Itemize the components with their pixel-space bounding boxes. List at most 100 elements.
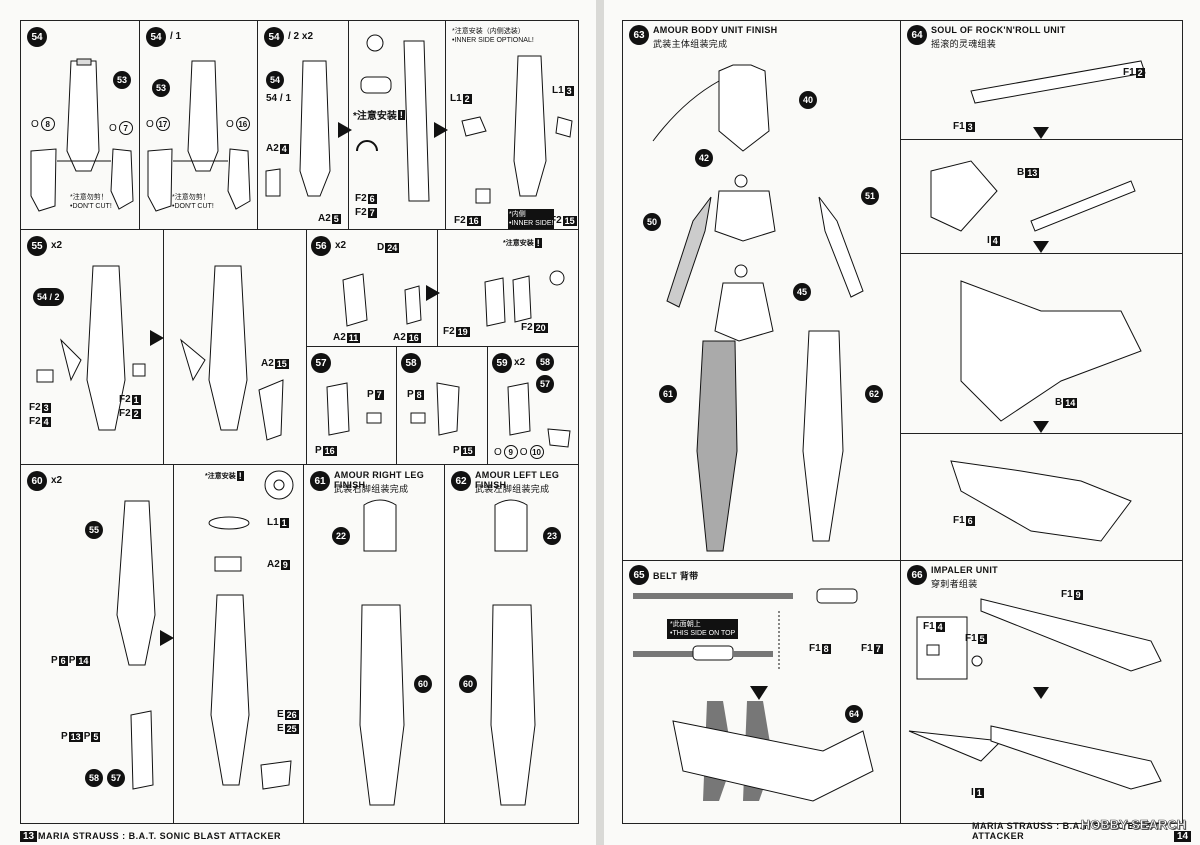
step-54-inner-panel: *注意安装（内侧选装）•INNER SIDE OPTIONAL! L1 2 L1… (445, 20, 579, 230)
step-arrow (750, 686, 768, 700)
footer-left: MARIA STRAUSS : B.A.T. SONIC BLAST ATTAC… (38, 831, 281, 841)
step-57-panel: 57 P 7 P 16 (306, 346, 397, 465)
part-ref: 60 (414, 675, 432, 693)
dont-cut-note: *注意勿剪！•DON'T CUT! (172, 194, 214, 210)
f1-ref: F1 7 (861, 643, 883, 654)
dont-cut-note: *注意勿剪！•DON'T CUT! (70, 194, 112, 210)
step-54-2-panel: 54 / 2 x2 54 54 / 1 A2 4 A2 5 (257, 20, 349, 230)
f2-ref: F2 4 (29, 416, 51, 427)
i-ref: I 4 (987, 235, 1000, 246)
part-ref: 57 (107, 769, 125, 787)
part-illustration (36, 265, 284, 441)
step-arrow (1033, 241, 1049, 253)
f2-ref: F2 7 (355, 207, 377, 218)
step-66-panel: 66 IMPALER UNIT 穿刺者组装 F1 9 F1 4 F1 5 I 1 (900, 560, 1183, 824)
part-ref: 23 (543, 527, 561, 545)
f2-ref: F2 20 (521, 322, 548, 333)
divider (901, 253, 1182, 254)
e-ref: E 26 (277, 709, 299, 720)
part-illustration (490, 499, 536, 806)
divider (901, 139, 1182, 140)
step-number: 61 (310, 471, 330, 491)
f1-ref: F1 3 (953, 121, 975, 132)
l1-ref: L1 2 (450, 93, 472, 104)
p-ref: P 8 (407, 389, 424, 400)
a2-ref: A2 15 (261, 358, 289, 369)
f2-ref: F2 1 (119, 394, 141, 405)
watermark: HOBBY SEARCH (1080, 817, 1186, 833)
part-illustration (116, 470, 294, 790)
step-subtitle: 武装右脚组装完成 (334, 484, 409, 494)
step-56-panel: 56 x2 D 24 A2 11 A2 16 F2 19 F2 20 *注意安装… (306, 229, 579, 347)
part-illustration (30, 58, 134, 212)
a2-ref: A2 4 (266, 143, 289, 154)
part-ref: 42 (695, 149, 713, 167)
part-ref: 58 (536, 353, 554, 371)
step-subtitle: 武装主体组装完成 (653, 39, 728, 49)
step-number: 54 (27, 27, 47, 47)
page-gutter (596, 0, 604, 845)
part-illustration (461, 55, 573, 204)
f2-ref: F2 16 (454, 215, 481, 226)
page-number-left: 13 (20, 831, 38, 842)
top-side-note: *此面朝上•THIS SIDE ON TOP (667, 619, 739, 639)
p-ref: P 6 P 14 (51, 655, 91, 666)
part-illustration (342, 270, 565, 327)
part-ref: 53 (152, 79, 170, 97)
b-ref: B 13 (1017, 167, 1040, 178)
part-illustration (633, 588, 874, 802)
part-illustration (410, 382, 460, 436)
step-64-panel: 64 SOUL OF ROCK'N'ROLL UNIT 摇滚的灵魂组装 F1 2… (900, 20, 1183, 561)
step-arrow (1033, 687, 1049, 699)
step-suffix: x2 (51, 240, 63, 251)
step-number: 55 (27, 236, 47, 256)
step-58-panel: 58 P 8 P 15 (396, 346, 488, 465)
part-ref: 58 (85, 769, 103, 787)
step-suffix: / 1 (170, 31, 182, 42)
footer-right: MARIA STRAUSS : B.A.T. SONIC BLAST ATTAC… (972, 821, 1161, 841)
divider (901, 433, 1182, 434)
step-number: 60 (27, 471, 47, 491)
inner-optional-note: *注意安装（内侧选装）•INNER SIDE OPTIONAL! (452, 28, 534, 44)
part-ref: 61 (659, 385, 677, 403)
f2-ref: F2 3 (29, 402, 51, 413)
part-ref: 54 (266, 71, 284, 89)
step-number: 64 (907, 25, 927, 45)
f2-ref: F2 2 (119, 408, 141, 419)
part-ref: 53 (113, 71, 131, 89)
part-ref: 54 / 2 (33, 288, 64, 306)
step-arrow (160, 630, 174, 646)
part-ref: 54 / 1 (266, 93, 292, 104)
step-title: BELT 背带 (653, 571, 699, 581)
part-ref: 40 (799, 91, 817, 109)
p-ref: P 15 (453, 445, 475, 456)
part-ref: 60 (459, 675, 477, 693)
part-illustration (908, 598, 1162, 790)
part-ref: 51 (861, 187, 879, 205)
step-suffix: / 2 x2 (288, 31, 314, 42)
step-title: AMOUR BODY UNIT FINISH (653, 25, 778, 35)
step-suffix: x2 (514, 357, 526, 368)
f1-ref: F1 8 (809, 643, 831, 654)
f1-ref: F1 4 (923, 621, 945, 632)
step-subtitle: 摇滚的灵魂组装 (931, 39, 997, 49)
step-number: 62 (451, 471, 471, 491)
step-63-panel: 63 AMOUR BODY UNIT FINISH 武装主体组装完成 40 42… (622, 20, 901, 561)
step-number: 66 (907, 565, 927, 585)
step-number: 58 (401, 353, 421, 373)
part-ref: 45 (793, 283, 811, 301)
a2-ref: A2 11 (333, 332, 361, 343)
step-suffix: x2 (51, 475, 63, 486)
a2-ref: A2 5 (318, 213, 341, 224)
part-illustration (652, 64, 864, 552)
d-ref: D 24 (377, 242, 400, 253)
step-62-panel: 62 AMOUR LEFT LEG FINISH 武装左脚组装完成 23 60 (444, 464, 579, 824)
step-number: 65 (629, 565, 649, 585)
f1-ref: F1 9 (1061, 589, 1083, 600)
step-number: 63 (629, 25, 649, 45)
